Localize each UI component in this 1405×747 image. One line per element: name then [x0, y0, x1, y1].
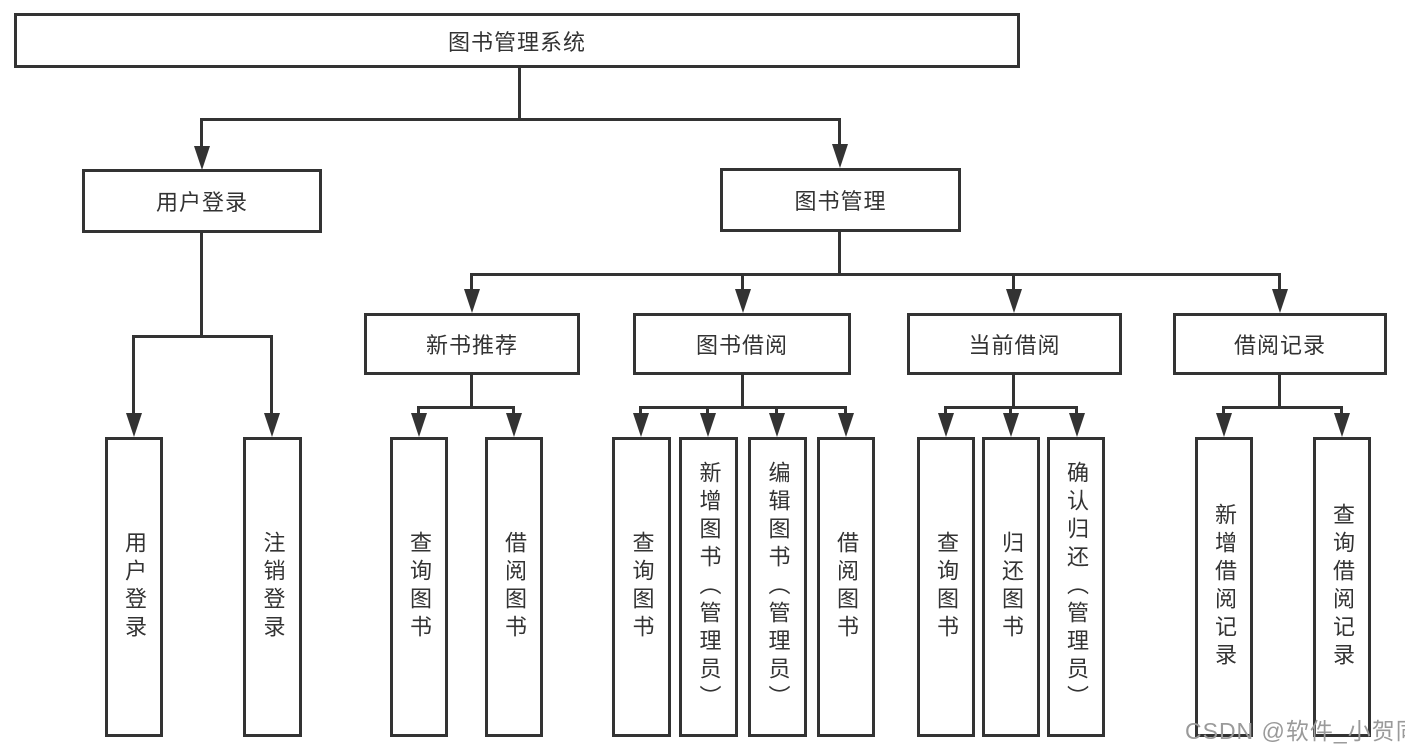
connector-root-trunk [518, 68, 521, 119]
leaf-label: 借阅图书 [834, 531, 859, 643]
leaf-query-books-3: 查询图书 [917, 437, 975, 737]
connector-stem-leaf-logout [270, 335, 273, 417]
connector-stem-add-books [706, 406, 709, 418]
arrowhead-user-login [194, 146, 210, 170]
leaf-logout: 注销登录 [243, 437, 302, 737]
leaf-confirm-return-admin: 确认归还（管理员） [1047, 437, 1105, 737]
node-book-management: 图书管理 [720, 168, 961, 232]
node-borrowing-records: 借阅记录 [1173, 313, 1387, 375]
connector-stem-query-books-3 [944, 406, 947, 418]
connector-stem-book-management [838, 118, 841, 148]
arrowhead-borrowing-records [1272, 289, 1288, 313]
connector-stem-new-book [470, 273, 473, 295]
connector-stem-return-books [1009, 406, 1012, 418]
node-label: 用户登录 [155, 190, 248, 215]
leaf-query-books-2: 查询图书 [612, 437, 671, 737]
leaf-label: 编辑图书（管理员） [765, 461, 791, 713]
node-label: 图书管理系统 [447, 29, 586, 55]
arrowhead-confirm-return [1069, 413, 1085, 437]
leaf-query-books-1: 查询图书 [390, 437, 448, 737]
node-current-borrowing: 当前借阅 [907, 313, 1122, 375]
arrowhead-add-books [700, 413, 716, 437]
connector-user-login-trunk [200, 233, 203, 335]
leaf-query-borrow-record: 查询借阅记录 [1313, 437, 1371, 737]
arrowhead-book-management [832, 144, 848, 168]
connector-stem-current-borrowing [1012, 273, 1015, 295]
watermark: CSDN @软件_小贺同学 [1185, 718, 1405, 744]
node-label: 当前借阅 [968, 333, 1061, 358]
leaf-label: 查询图书 [934, 531, 959, 643]
connector-current-borrowing-trunk [1012, 375, 1015, 406]
arrowhead-query-books-1 [411, 413, 427, 437]
connector-user-login-splitter [132, 335, 273, 338]
leaf-label: 查询图书 [407, 531, 432, 643]
leaf-add-borrow-record: 新增借阅记录 [1195, 437, 1253, 737]
arrowhead-new-book [464, 289, 480, 313]
connector-level2-splitter [200, 118, 841, 121]
connector-borrowing-records-trunk [1278, 375, 1281, 406]
connector-stem-add-borrow-record [1222, 406, 1225, 418]
leaf-edit-books-admin: 编辑图书（管理员） [748, 437, 807, 737]
leaf-borrow-books-2: 借阅图书 [817, 437, 875, 737]
arrowhead-book-borrowing [735, 289, 751, 313]
connector-stem-query-books-1 [417, 406, 420, 418]
connector-new-book-splitter [417, 406, 515, 409]
connector-stem-borrow-books-2 [844, 406, 847, 418]
connector-level3-splitter [470, 273, 1281, 276]
leaf-label: 注销登录 [260, 531, 286, 643]
connector-stem-borrowing-records [1278, 273, 1281, 295]
node-user-login: 用户登录 [82, 169, 322, 233]
arrowhead-return-books [1003, 413, 1019, 437]
arrowhead-borrow-books-2 [838, 413, 854, 437]
connector-stem-book-borrowing [741, 273, 744, 295]
connector-borrowing-records-splitter [1222, 406, 1341, 409]
arrowhead-current-borrowing [1006, 289, 1022, 313]
connector-book-management-trunk [838, 232, 841, 273]
leaf-borrow-books-1: 借阅图书 [485, 437, 543, 737]
leaf-label: 用户登录 [122, 531, 147, 643]
leaf-return-books: 归还图书 [982, 437, 1040, 737]
node-book-borrowing: 图书借阅 [633, 313, 851, 375]
arrowhead-leaf-logout [264, 413, 280, 437]
leaf-label: 借阅图书 [502, 531, 527, 643]
connector-book-borrowing-trunk [741, 375, 744, 406]
node-new-book-recommend: 新书推荐 [364, 313, 580, 375]
leaf-label: 查询图书 [629, 531, 655, 643]
node-label: 新书推荐 [425, 333, 518, 358]
arrowhead-edit-books [769, 413, 785, 437]
arrowhead-borrow-books-1 [506, 413, 522, 437]
node-label: 借阅记录 [1233, 333, 1326, 358]
connector-stem-borrow-books-1 [512, 406, 515, 418]
node-label: 图书借阅 [695, 333, 788, 358]
leaf-label: 归还图书 [999, 531, 1024, 643]
connector-book-borrowing-splitter [639, 406, 846, 409]
connector-new-book-trunk [470, 375, 473, 406]
arrowhead-query-books-3 [938, 413, 954, 437]
connector-stem-leaf-user-login [132, 335, 135, 417]
leaf-user-login: 用户登录 [105, 437, 163, 737]
arrowhead-query-borrow-record [1334, 413, 1350, 437]
connector-stem-query-borrow-record [1340, 406, 1343, 418]
leaf-label: 新增借阅记录 [1212, 503, 1237, 671]
leaf-add-books-admin: 新增图书（管理员） [679, 437, 738, 737]
connector-stem-query-books-2 [639, 406, 642, 418]
leaf-label: 查询借阅记录 [1330, 503, 1355, 671]
connector-stem-user-login [200, 118, 203, 150]
connector-stem-edit-books [775, 406, 778, 418]
arrowhead-leaf-user-login [126, 413, 142, 437]
connector-stem-confirm-return [1075, 406, 1078, 418]
node-label: 图书管理 [794, 189, 887, 214]
arrowhead-query-books-2 [633, 413, 649, 437]
node-library-management-system: 图书管理系统 [14, 13, 1020, 68]
arrowhead-add-borrow-record [1216, 413, 1232, 437]
leaf-label: 确认归还（管理员） [1064, 461, 1089, 713]
leaf-label: 新增图书（管理员） [696, 461, 722, 713]
